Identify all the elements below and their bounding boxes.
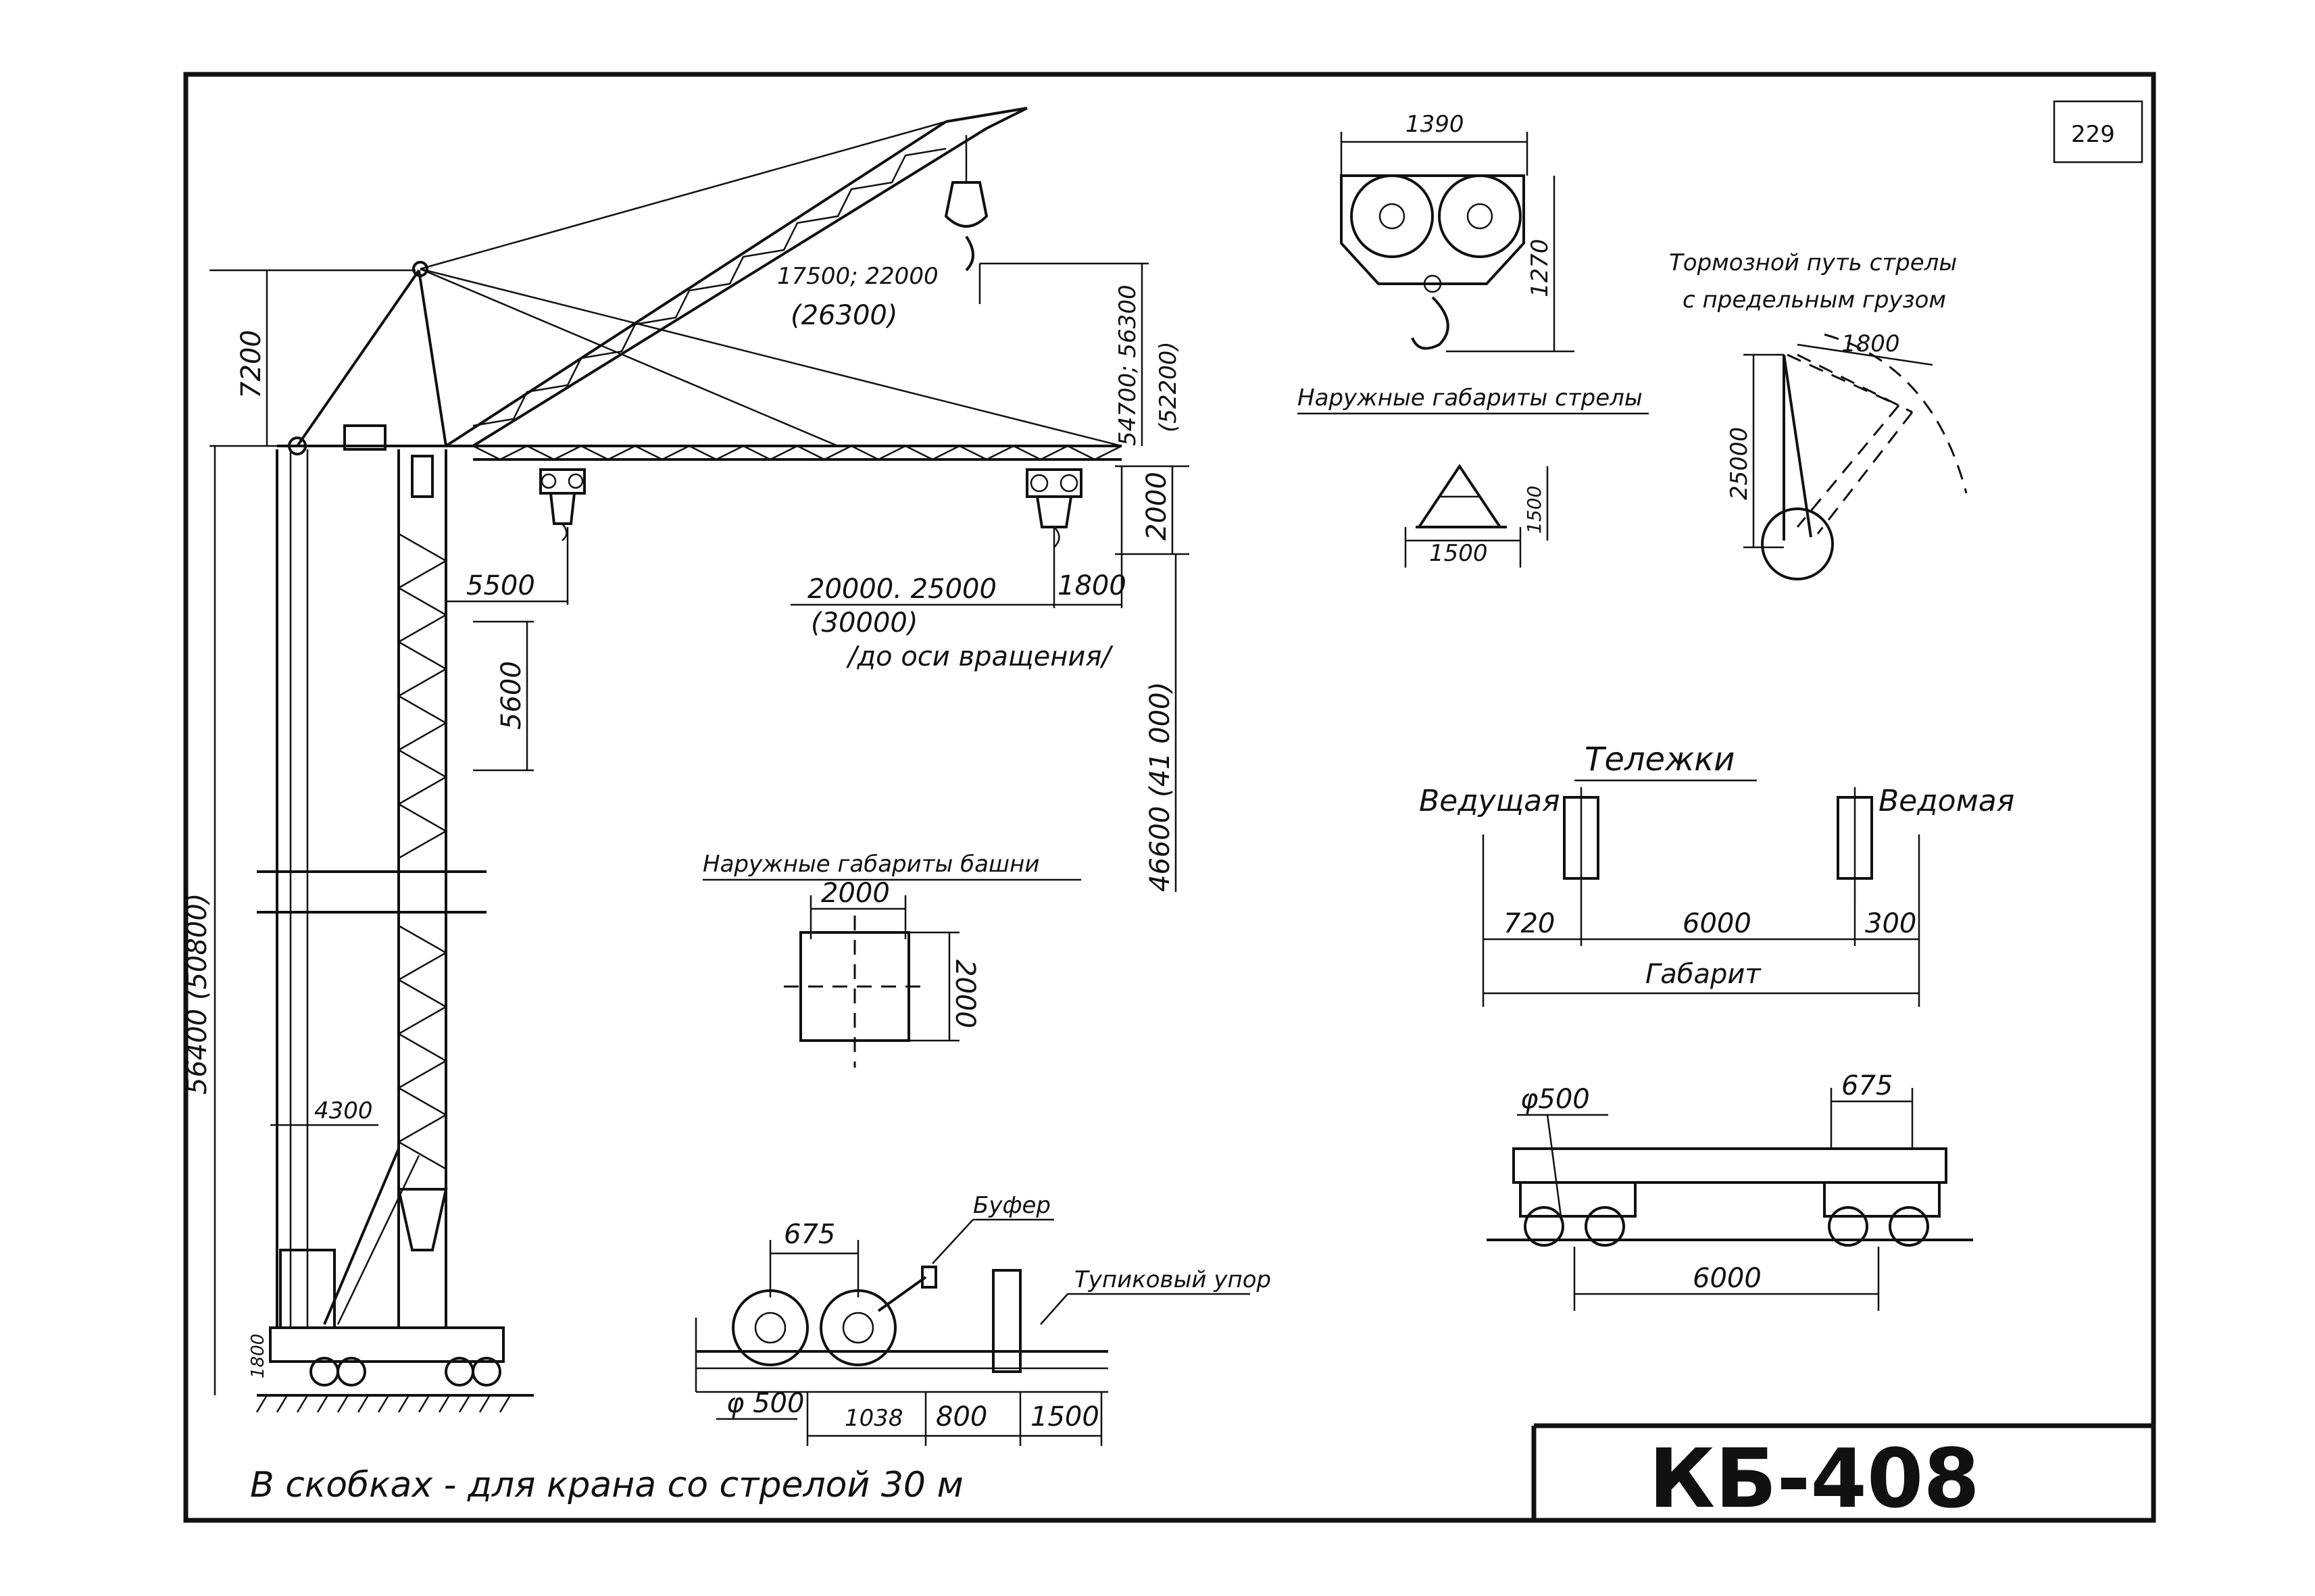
dim-min-reach: 5500	[466, 570, 535, 601]
dim-hook-reach-2: (26300)	[791, 300, 897, 331]
undercarriage-base: 6000	[1693, 1263, 1762, 1294]
brake-caption-line2: с предельным грузом	[1683, 286, 1946, 314]
undercarriage-wheel-spacing: 675	[1841, 1070, 1893, 1101]
buffer-dim-3: 1500	[1030, 1401, 1099, 1432]
undercarriage-wheel-diameter: φ500	[1520, 1084, 1590, 1115]
bogie-overall: Габарит	[1645, 959, 1762, 990]
dim-reach-note: /до оси вращения/	[846, 641, 1114, 672]
tower-height: 2000	[949, 959, 980, 1028]
sheet-frame: 229 КБ-408 В скобках - для крана со стре…	[183, 72, 2156, 1526]
brake-caption-line1: Тормозной путь стрелы	[1669, 249, 1957, 276]
buffer-wheel-diameter: φ 500	[726, 1388, 804, 1419]
bogie-left-offset: 720	[1503, 908, 1555, 939]
dim-total-height: 56400 (50800)	[182, 893, 213, 1095]
bogies-detail: Тележки Ведущая Ведомая 720 6000 300 Габ…	[1419, 741, 2014, 1007]
title-block-code: КБ-408	[1649, 1432, 1980, 1526]
boom-section-detail: 1390 1270 Наружные габариты стрелы 1500 …	[1297, 111, 1649, 568]
bogies-title: Тележки	[1585, 741, 1735, 778]
tower-section-detail: Наружные габариты башни 2000 2000	[703, 851, 1081, 1068]
buffer-label: Буфер	[973, 1192, 1051, 1219]
bogie-driven-label: Ведомая	[1878, 784, 2014, 818]
boom-section-height: 1270	[1526, 239, 1553, 297]
dim-reach-1: 20000. 25000	[807, 574, 997, 605]
boom-section-caption: Наружные габариты стрелы	[1297, 384, 1643, 412]
crane-elevation	[255, 107, 1122, 1413]
stop-label: Тупиковый упор	[1074, 1266, 1271, 1293]
brake-distance: 1800	[1841, 330, 1900, 357]
dim-top-height: 7200	[236, 330, 267, 399]
buffer-dim-1: 1038	[845, 1405, 903, 1432]
dim-boom-height-2: (52200)	[1155, 341, 1182, 432]
page-number: 229	[2071, 121, 2115, 148]
dim-trolley-offset: 2000	[1141, 472, 1172, 541]
dim-base-height: 1800	[248, 1334, 268, 1378]
boom-section-width: 1390	[1405, 111, 1464, 138]
boom-profile-height: 1500	[1523, 486, 1545, 534]
dim-reach-2: (30000)	[811, 607, 918, 639]
bogie-span: 6000	[1683, 908, 1751, 939]
bogie-driving-label: Ведущая	[1419, 784, 1560, 818]
tower-width: 2000	[821, 878, 890, 909]
undercarriage-detail: φ500 675 6000	[1487, 1070, 1973, 1311]
buffer-detail: 675 Буфер Тупиковый упор φ 500 1038 800 …	[695, 1192, 1271, 1446]
bogie-right-offset: 300	[1865, 908, 1916, 939]
dim-section-height: 5600	[496, 661, 527, 730]
brake-path-detail: Тормозной путь стрелы с предельным грузо…	[1669, 249, 1968, 580]
crane-dimensions: 7200 56400 (50800) 17500; 22000 (26300) …	[182, 262, 1189, 1395]
footnote: В скобках - для крана со стрелой 30 м	[250, 1465, 964, 1505]
boom-profile-width: 1500	[1429, 540, 1488, 567]
buffer-dim-2: 800	[936, 1401, 987, 1432]
dim-hook-reach-1: 17500; 22000	[777, 263, 939, 290]
buffer-wheel-spacing: 675	[784, 1219, 835, 1250]
dim-hook-height-low: 46600 (41 000)	[1145, 682, 1176, 892]
dim-end-offset: 1800	[1057, 570, 1126, 601]
dim-boom-height-1: 54700; 56300	[1114, 284, 1141, 446]
brake-height: 25000	[1726, 427, 1753, 500]
dim-base-width: 4300	[314, 1097, 373, 1124]
tower-section-caption: Наружные габариты башни	[703, 851, 1039, 878]
